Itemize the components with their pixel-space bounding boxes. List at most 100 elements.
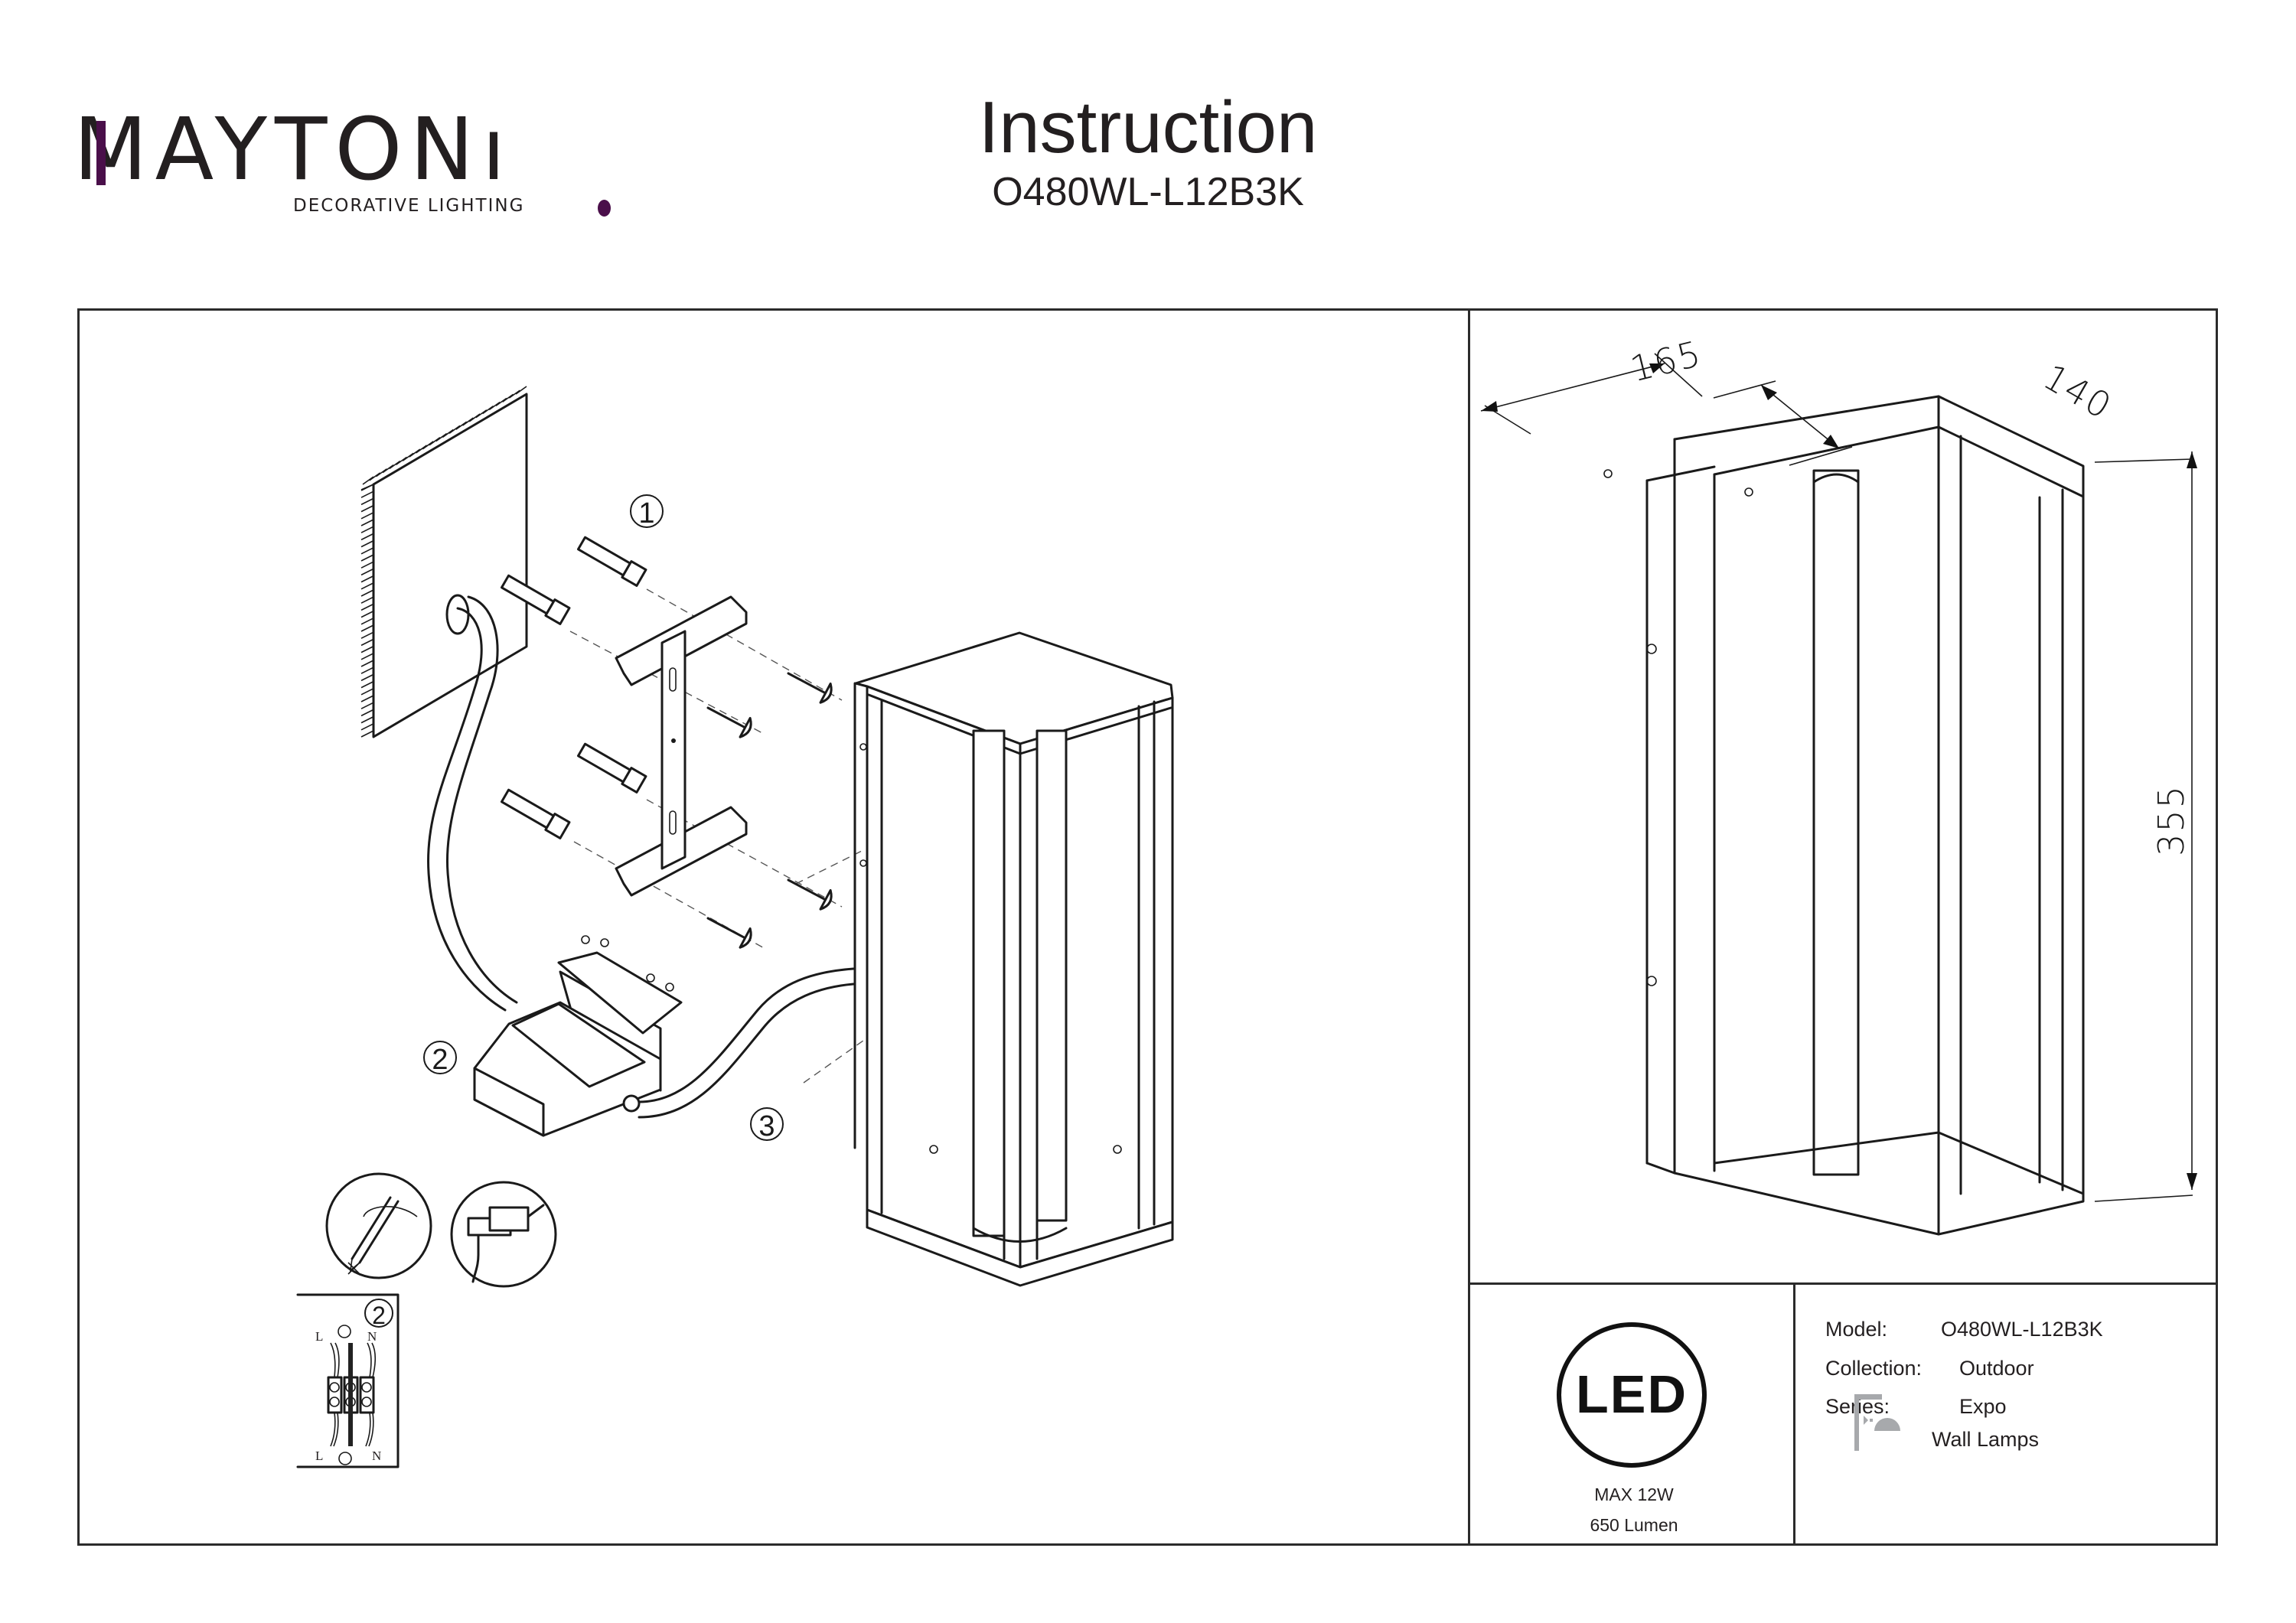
wall-hatch-mark — [360, 589, 374, 597]
wall-hatch-mark — [360, 582, 374, 590]
wall-hatch-mark — [360, 680, 374, 689]
step-2-marker: 2 — [423, 1041, 457, 1076]
wall-hatch-mark — [360, 526, 374, 533]
info-table-divider — [1468, 1282, 2218, 1285]
document-title: Instruction — [978, 86, 1318, 168]
wall-hatch-mark — [360, 618, 374, 625]
wall-hatch-mark — [360, 653, 374, 660]
wall-hatch-mark — [468, 413, 481, 422]
wall-hatch-mark — [360, 624, 374, 632]
wall-hatch-mark — [360, 596, 374, 604]
wall-hatch-mark — [360, 730, 374, 738]
dimension-drawing — [1480, 353, 2197, 1236]
document-model: O480WL-L12B3K — [992, 170, 1304, 214]
wall-hatch-mark — [389, 460, 401, 470]
power-rating: MAX 12W — [1594, 1484, 1674, 1504]
wall-hatch-mark — [422, 441, 434, 450]
mounting-bracket — [615, 595, 748, 897]
led-badge: LED — [1557, 1322, 1707, 1468]
wall-hatch-mark — [429, 437, 441, 446]
wall-hatch-mark — [360, 539, 374, 548]
wall-hatch-mark — [360, 497, 374, 506]
wiring-label-n-bottom: N — [372, 1449, 382, 1463]
wall-hatch-mark — [360, 512, 374, 520]
wall-hatch-mark — [360, 610, 374, 618]
wall-hatch-mark — [360, 603, 374, 611]
wall-dowels — [501, 536, 647, 839]
model-label: Model: — [1825, 1318, 1888, 1341]
wiring-diagram — [296, 1293, 400, 1468]
brand-tagline: DECORATIVE LIGHTING — [293, 196, 525, 216]
wall-hatch-mark — [369, 472, 381, 481]
earth-ground-icon — [338, 1325, 351, 1338]
wiring-label-n-top: N — [367, 1329, 377, 1344]
wall-hatch-mark — [360, 519, 374, 526]
wall-hatch-mark — [360, 547, 374, 555]
wiring-label-l-top: L — [315, 1329, 324, 1344]
wall-hatch-mark — [508, 389, 520, 399]
wall-hatch-mark — [360, 715, 374, 724]
wiring-step-marker: 2 — [364, 1299, 393, 1329]
wall-lamp-icon — [1854, 1394, 1900, 1451]
tool-icons — [325, 1172, 557, 1288]
wall-hatch-mark — [461, 417, 474, 426]
wall-hatch-mark — [360, 688, 374, 696]
wall-hatch-mark — [442, 429, 454, 438]
category-value: Wall Lamps — [1932, 1428, 2040, 1451]
wall-hatch-mark — [360, 631, 374, 639]
wall-hatch-mark — [455, 421, 468, 430]
panel-divider — [1468, 308, 1470, 1546]
wall-hatch-mark — [360, 504, 374, 513]
collection-label: Collection: — [1825, 1357, 1923, 1380]
wall-hatch-mark — [360, 568, 374, 576]
step-3-marker: 3 — [750, 1107, 784, 1142]
wall-hatch-mark — [475, 409, 488, 419]
wall-hatch-mark — [360, 723, 374, 731]
wall-hatch-mark — [502, 393, 514, 402]
info-table-mid-divider — [1793, 1282, 1795, 1546]
drill-icon — [450, 1181, 557, 1288]
wall-hatch-mark — [375, 468, 387, 477]
step-1-marker: 1 — [630, 494, 664, 530]
model-value: O480WL-L12B3K — [1941, 1318, 2103, 1341]
wall-hatch-mark — [402, 452, 414, 461]
series-value: Expo — [1959, 1395, 2007, 1418]
wall-hatch-mark — [382, 464, 394, 474]
collection-value: Outdoor — [1959, 1357, 2034, 1380]
wall-hatch-mark — [360, 575, 374, 583]
wall-hatch-mark — [360, 561, 374, 569]
wall-hatch-mark — [409, 448, 421, 458]
wall-hatch-mark — [360, 666, 374, 674]
wall-hatch-mark — [435, 432, 448, 442]
wall-hatch-mark — [360, 709, 374, 717]
wall-hatch-mark — [360, 638, 374, 647]
wall-hatch-mark — [360, 673, 374, 682]
instruction-frame — [77, 308, 2218, 1546]
junction-box-cover — [557, 935, 683, 1035]
led-label: LED — [1576, 1364, 1688, 1424]
wall-hatch-mark — [416, 445, 428, 454]
dimension-height: 355 — [2150, 784, 2192, 856]
pencil-mark-icon — [325, 1172, 432, 1279]
logo-dot — [598, 200, 611, 217]
bracket-screws — [706, 672, 833, 949]
earth-ground-icon — [338, 1452, 352, 1465]
wall-hatch-mark — [396, 456, 407, 465]
wall-hatch-mark — [360, 695, 374, 702]
wall-hatch-mark — [515, 386, 527, 395]
lamp-body — [853, 631, 1174, 1287]
wall-hatch-mark — [360, 490, 374, 498]
logo-accent-bar: M — [73, 100, 155, 200]
wall-hatch-mark — [360, 645, 374, 653]
junction-box — [473, 967, 855, 1137]
wall-hatch-mark — [482, 406, 494, 415]
wall-hatch-mark — [448, 425, 461, 434]
wall-hatch-mark — [362, 476, 374, 485]
power-cable — [427, 594, 518, 1012]
wall-illustration — [360, 386, 528, 738]
wall-hatch-mark — [360, 702, 374, 709]
wall-hatch-mark — [488, 401, 501, 411]
